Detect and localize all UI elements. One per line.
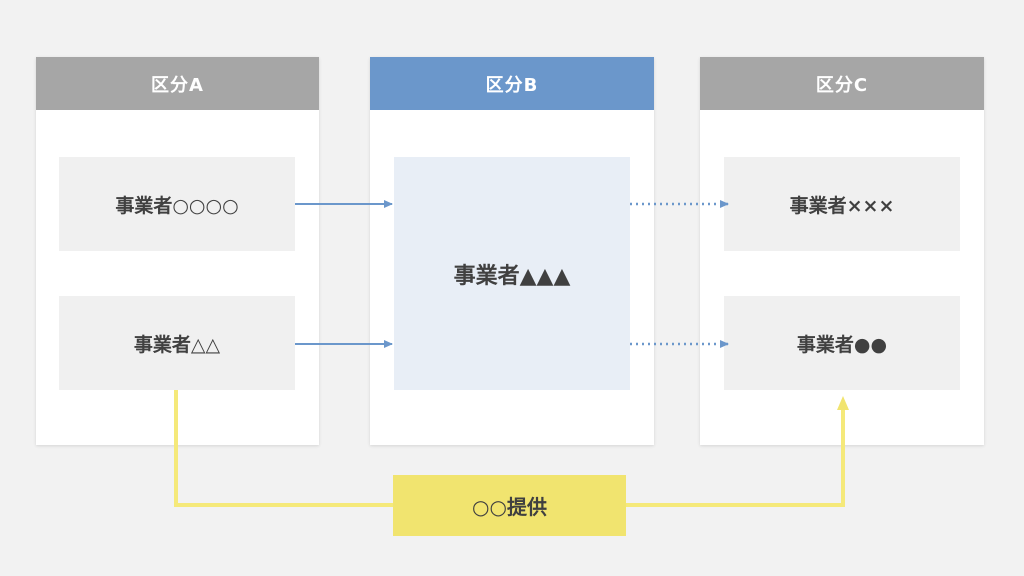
yellow-path-from-a2 [174, 390, 393, 507]
box-c2: 事業者●● [724, 296, 960, 390]
box-c1: 事業者××× [724, 157, 960, 251]
panel-c: 区分C 事業者××× 事業者●● [700, 57, 984, 445]
provide-box: ○○提供 [393, 475, 626, 536]
panel-a-header: 区分A [36, 57, 319, 110]
box-a1: 事業者○○○○ [59, 157, 295, 251]
panel-a: 区分A 事業者○○○○ 事業者△△ [36, 57, 319, 445]
box-a2: 事業者△△ [59, 296, 295, 390]
panel-b: 区分B 事業者▲▲▲ [370, 57, 654, 445]
panel-b-header: 区分B [370, 57, 654, 110]
panel-c-header: 区分C [700, 57, 984, 110]
box-b1: 事業者▲▲▲ [394, 157, 630, 390]
yellow-path-to-c2 [626, 396, 849, 507]
